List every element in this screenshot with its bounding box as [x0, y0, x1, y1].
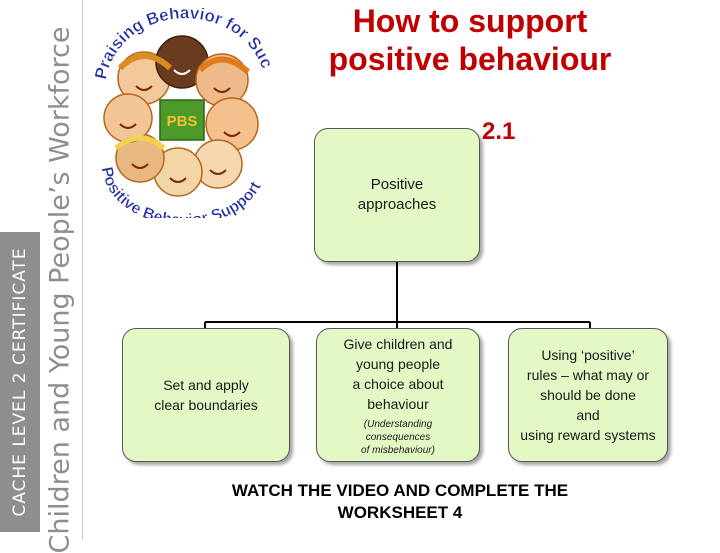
footer-line-1: WATCH THE VIDEO AND COMPLETE THE — [231, 481, 569, 500]
certificate-band — [0, 232, 40, 532]
root-label-line-1: Positive — [370, 176, 424, 193]
note-line: of misbehaviour) — [361, 444, 435, 456]
footer-instruction: WATCH THE VIDEO AND COMPLETE THE WORKSHE… — [180, 480, 620, 524]
page-title: How to support positive behaviour — [300, 2, 640, 78]
node-text-line: Using ‘positive’ — [541, 347, 635, 363]
pbs-logo: PBS Praising Behavior for Success Positi… — [92, 8, 272, 218]
node-text-line: should be done — [540, 387, 636, 403]
child-node-rules: Using ‘positive’ rules – what may or sho… — [508, 328, 668, 462]
node-text-line: and — [576, 407, 600, 423]
node-text-line: a choice about — [352, 375, 444, 392]
node-text-line: clear boundaries — [154, 397, 258, 413]
faces-ring — [103, 35, 259, 197]
badge-square — [159, 99, 205, 141]
node-text-line: Give children and — [343, 335, 453, 352]
node-text-line: young people — [355, 355, 441, 372]
root-label-line-2: approaches — [357, 196, 437, 213]
note-line: (Understanding — [363, 418, 433, 430]
root-node: Positive approaches — [314, 128, 480, 262]
title-line-1: How to support — [352, 3, 588, 39]
footer-line-2: WORKSHEET 4 — [337, 503, 463, 522]
badge-text: PBS — [167, 113, 198, 130]
node-text-line: Set and apply — [163, 377, 249, 393]
child-node-boundaries: Set and apply clear boundaries — [122, 328, 290, 462]
section-number: 2.1 — [482, 118, 516, 145]
side-banner: CACHE LEVEL 2 CERTIFICATE Children and Y… — [0, 0, 83, 553]
child-node-choice: Give children and young people a choice … — [316, 328, 480, 462]
node-text-line: rules – what may or — [526, 367, 650, 383]
node-note: (Understanding consequences of misbehavi… — [361, 418, 435, 457]
node-text-line: using reward systems — [520, 427, 656, 443]
note-line: consequences — [365, 431, 431, 443]
node-text-line: behaviour — [367, 395, 429, 412]
title-line-2: positive behaviour — [328, 41, 612, 77]
